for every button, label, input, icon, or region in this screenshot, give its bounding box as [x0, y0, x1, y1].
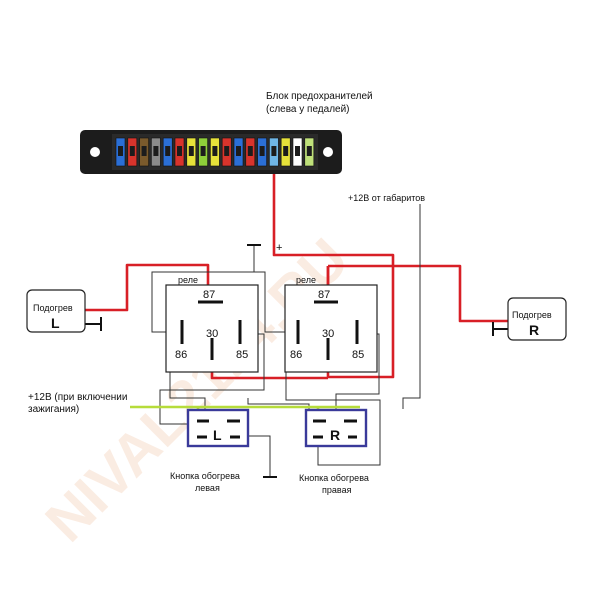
mount-hole-right — [323, 147, 333, 157]
fuse-block-label-line1: Блок предохранителей — [266, 91, 373, 102]
button-left-letter: L — [213, 427, 222, 443]
fuse-slot — [212, 146, 218, 156]
heater-right: Подогрев R — [507, 297, 567, 341]
fuse-slot — [283, 146, 289, 156]
fuse-slot — [118, 146, 123, 156]
mount-hole-left — [90, 147, 100, 157]
fuse-slot — [129, 146, 135, 156]
heater-left-title: Подогрев — [33, 303, 73, 313]
button-right-frame — [304, 408, 368, 448]
button-left-frame — [186, 408, 250, 448]
fuse-slot — [295, 146, 300, 156]
ground-symbols — [85, 244, 508, 478]
wire-left-85 — [159, 333, 265, 425]
relay-left-pin-85: 85 — [236, 349, 248, 361]
fuse-slot — [153, 146, 159, 156]
heater-left-box — [26, 289, 86, 333]
relay-left: реле 87 30 86 85 — [165, 275, 259, 373]
relay-right-title: реле — [296, 275, 316, 285]
wire-ground-top — [151, 245, 255, 333]
relay-left-title: реле — [178, 275, 198, 285]
fuse-slot — [259, 146, 265, 156]
fuse-slot — [224, 146, 230, 156]
relay-left-pin-87: 87 — [203, 289, 215, 301]
wire-left-heater — [85, 263, 210, 312]
fuse-block-label-line2: (слева у педалей) — [266, 104, 350, 115]
fuse-row — [115, 137, 315, 167]
gabarit-label: +12В от габаритов — [348, 193, 425, 203]
relay-right-pin-30: 30 — [322, 328, 334, 340]
button-right: R — [304, 408, 368, 448]
fuse-slot — [271, 146, 277, 156]
fuse-block — [80, 130, 342, 174]
fuse-slot — [177, 146, 182, 156]
heater-left: Подогрев L — [26, 289, 86, 333]
relay-right: реле 87 30 86 85 — [284, 275, 378, 373]
wire-gabarit — [402, 204, 421, 409]
ignition-label-line1: +12В (при включении — [28, 392, 127, 403]
fuse-slot — [236, 146, 241, 156]
heater-right-title: Подогрев — [512, 310, 552, 320]
fuse-slot — [141, 146, 147, 156]
fuse-slot — [165, 146, 171, 156]
relay-right-pin-86: 86 — [290, 349, 302, 361]
relay-right-pin-85: 85 — [352, 349, 364, 361]
button-left-caption-line2: левая — [195, 483, 220, 493]
heater-right-box — [507, 297, 567, 341]
button-right-caption-line1: Кнопка обогрева — [299, 473, 369, 483]
relay-left-pin-86: 86 — [175, 349, 187, 361]
wire-relays-86 — [254, 271, 300, 333]
plus-label: + — [276, 242, 282, 254]
relay-right-pin-87: 87 — [318, 289, 330, 301]
fuse-slot — [188, 146, 194, 156]
fuse-slot — [200, 146, 206, 156]
ignition-label-line2: зажигания) — [28, 404, 79, 415]
button-right-letter: R — [330, 427, 340, 443]
fuse-slot — [247, 146, 253, 156]
button-right-caption-line2: правая — [322, 485, 352, 495]
heater-left-letter: L — [51, 315, 60, 331]
heater-right-letter: R — [529, 322, 539, 338]
button-left: L — [186, 408, 250, 448]
fuse-slot — [306, 146, 312, 156]
wire-right-heater — [328, 264, 508, 323]
relay-left-pin-30: 30 — [206, 328, 218, 340]
wire-ground-bottom — [248, 435, 271, 476]
button-left-caption-line1: Кнопка обогрева — [170, 471, 240, 481]
relay-right-box — [284, 284, 378, 373]
